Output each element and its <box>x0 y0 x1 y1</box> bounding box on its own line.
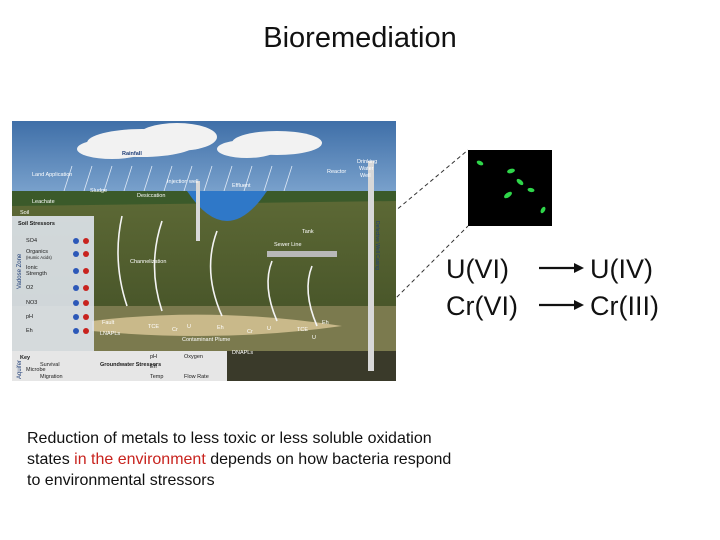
stressor-eh: Eh <box>26 328 33 334</box>
soil-stressors-panel <box>12 216 94 351</box>
key-survival: Survival <box>40 362 60 368</box>
label-rainfall: Rainfall <box>122 151 142 157</box>
label-effluent: Effluent <box>232 183 251 189</box>
stressor-ph: pH <box>26 314 33 320</box>
label-desiccation: Desiccation <box>137 193 165 199</box>
plume-label-7: TCE <box>297 327 308 333</box>
stressor-humic: (Humic Acids) <box>26 255 52 260</box>
gw-eh: Eh <box>150 364 157 370</box>
label-lnapls: LNAPLs <box>100 331 120 337</box>
stressor-ionic: Ionic <box>26 265 38 271</box>
stressor-strength: Strength <box>26 271 47 277</box>
arrow-icon <box>539 263 584 273</box>
label-soil-stressors: Soil Stressors <box>18 221 55 227</box>
caption-text-2: depends on how bacteria respond to envir… <box>27 451 452 489</box>
slide-title: Bioremediation <box>263 22 457 54</box>
label-well: Well <box>360 173 371 179</box>
label-injection-well: Injection well <box>167 179 199 185</box>
bacteria-cells <box>476 160 546 214</box>
stressor-no3: NO3 <box>26 300 37 306</box>
gw-oxygen: Oxygen <box>184 354 203 360</box>
label-tank: Tank <box>302 229 314 235</box>
caption: Reduction of metals to less toxic or les… <box>27 428 467 491</box>
stressor-o2: O2 <box>26 285 33 291</box>
plume-label-6: U <box>267 326 271 332</box>
gw-ph: pH <box>150 354 157 360</box>
plume-label-1: TCE <box>148 324 159 330</box>
injection-well <box>196 181 200 241</box>
stressor-so4: SO4 <box>26 238 37 244</box>
plume-label-4: Eh <box>217 325 224 331</box>
stressor-dots <box>73 238 89 334</box>
drinking-water-well <box>368 161 374 371</box>
product-uranium-iv: U(IV) <box>590 254 653 284</box>
stressor-organics: Organics <box>26 249 48 255</box>
key-panel <box>12 351 227 381</box>
gw-flow-rate: Flow Rate <box>184 374 209 380</box>
label-sewer-line: Sewer Line <box>274 242 302 248</box>
key-microbe: Microbe <box>26 367 46 373</box>
label-fault: Fault <box>102 320 115 326</box>
sewer-line <box>267 251 337 257</box>
product-chromium-iii: Cr(III) <box>590 291 659 321</box>
label-defective-well-casing: Defective Well Casing <box>374 221 380 270</box>
label-sludge: Sludge <box>90 188 107 194</box>
caption-highlight: in the environment <box>74 451 206 468</box>
migration-arrows <box>117 215 318 327</box>
label-aquifer: Aquifer <box>17 360 23 379</box>
key-migration: Migration <box>40 374 63 380</box>
reactant-uranium-vi: U(VI) <box>446 254 509 284</box>
label-reactor: Reactor <box>327 169 346 175</box>
label-dnapls: DNAPLs <box>232 350 253 356</box>
leader-line-bottom <box>381 225 469 313</box>
label-vadose-zone: Vadose Zone <box>17 253 23 289</box>
plume-label-5: Cr <box>247 329 253 335</box>
bacteria-micrograph <box>468 150 552 226</box>
plume-label-3: U <box>187 324 191 330</box>
lagoon <box>187 191 267 221</box>
label-land-application: Land Application <box>32 172 72 178</box>
rain <box>63 165 293 192</box>
plume-label-8: U <box>312 335 316 341</box>
bioremediation-diagram: Rainfall Land Application Injection well… <box>12 121 396 381</box>
label-contaminant-plume: Contaminant Plume <box>182 337 230 343</box>
label-leachate: Leachate <box>32 199 55 205</box>
label-groundwater-stressors: Groundwater Stressors <box>100 362 161 368</box>
plume-label-2: Cr <box>172 327 178 333</box>
arrow-icon <box>539 300 584 310</box>
label-soil: Soil <box>20 210 29 216</box>
contaminant-plume <box>92 314 342 336</box>
label-drinking: Drinking <box>357 159 377 165</box>
leader-line-top <box>381 149 469 223</box>
label-water: Water <box>359 166 374 172</box>
label-channelization: Channelization <box>130 259 166 265</box>
label-key: Key <box>20 355 31 361</box>
gw-temp: Temp <box>150 374 163 380</box>
reactant-chromium-vi: Cr(VI) <box>446 291 518 321</box>
clouds <box>77 123 322 159</box>
plume-label-9: Eh <box>322 320 329 326</box>
caption-text-1: Reduction of metals to less toxic or les… <box>27 430 432 468</box>
